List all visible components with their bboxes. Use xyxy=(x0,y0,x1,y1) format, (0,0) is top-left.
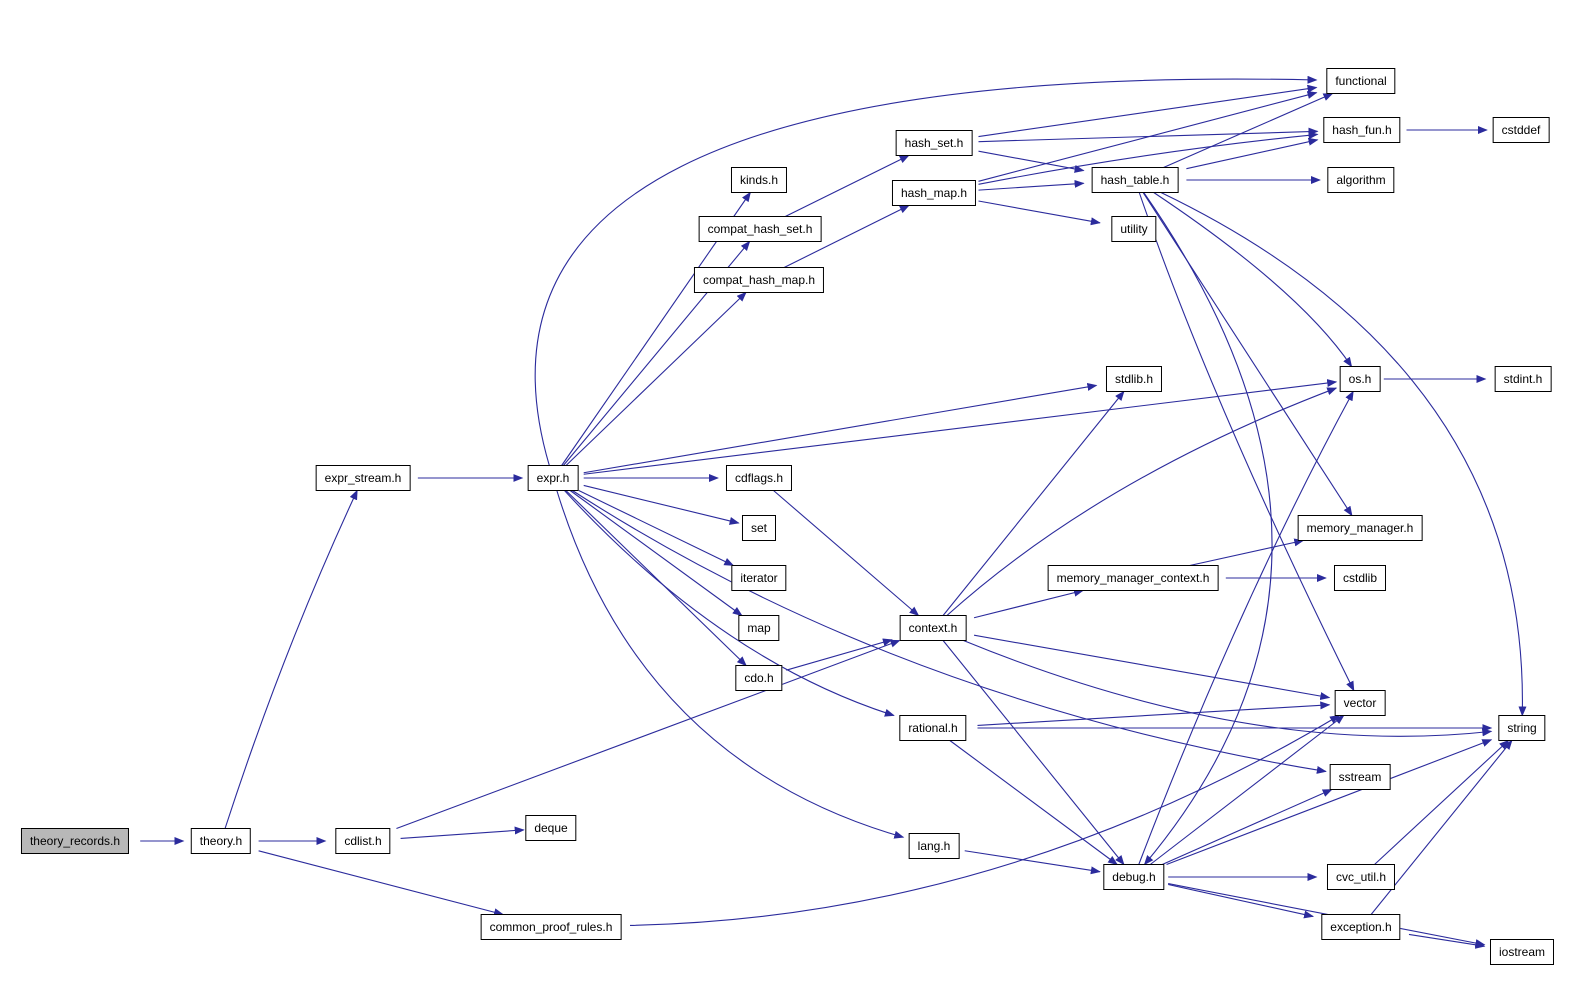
edge-expr-h-to-cdo-h xyxy=(565,490,747,667)
edge-hash-table-h-to-vector xyxy=(1138,192,1355,692)
edge-cdflags-h-to-context-h xyxy=(773,490,920,617)
edge-theory-h-to-common-proof-rules-h xyxy=(258,850,505,917)
edge-expr-h-to-rational-h xyxy=(564,490,895,717)
edge-hash-table-h-to-os-h xyxy=(1153,192,1353,368)
edge-debug-h-to-exception-h xyxy=(1168,883,1315,919)
node-memory-manager-context-h[interactable]: memory_manager_context.h xyxy=(1047,565,1219,591)
node-os-h[interactable]: os.h xyxy=(1339,366,1381,392)
edge-hash-set-h-to-hash-table-h xyxy=(978,150,1085,173)
edge-hash-table-h-to-string xyxy=(1160,192,1527,717)
node-functional[interactable]: functional xyxy=(1326,68,1396,94)
edge-common-proof-rules-h-to-vector xyxy=(629,714,1340,926)
node-compat-hash-set-h[interactable]: compat_hash_set.h xyxy=(698,216,822,242)
node-cstddef[interactable]: cstddef xyxy=(1492,117,1550,143)
node-expr-h[interactable]: expr.h xyxy=(527,465,579,491)
edge-compat-hash-map-h-to-hash-map-h xyxy=(783,205,910,268)
edge-expr-h-to-functional xyxy=(534,75,1318,466)
edge-debug-h-to-sstream xyxy=(1162,788,1333,866)
edge-memory-manager-context-h-to-memory-manager-h xyxy=(1189,538,1305,567)
edge-hash-table-h-to-functional xyxy=(1163,92,1334,169)
edge-hash-table-h-to-memory-manager-h xyxy=(1142,192,1353,517)
node-hash-table-h[interactable]: hash_table.h xyxy=(1091,167,1179,193)
node-stdlib-h[interactable]: stdlib.h xyxy=(1105,366,1163,392)
edge-expr-h-to-set xyxy=(583,484,740,525)
node-set[interactable]: set xyxy=(741,515,777,541)
node-theory-h[interactable]: theory.h xyxy=(190,828,252,854)
edge-hash-set-h-to-functional xyxy=(978,84,1318,138)
edge-hash-table-h-to-hash-fun-h xyxy=(1186,137,1319,170)
edge-hash-map-h-to-hash-fun-h xyxy=(978,131,1319,185)
node-deque[interactable]: deque xyxy=(525,815,577,841)
node-map[interactable]: map xyxy=(738,615,780,641)
node-sstream[interactable]: sstream xyxy=(1329,764,1391,790)
node-expr-stream-h[interactable]: expr_stream.h xyxy=(315,465,411,491)
edge-debug-h-to-string xyxy=(1166,739,1493,866)
edge-exception-h-to-iostream xyxy=(1408,933,1486,949)
node-hash-fun-h[interactable]: hash_fun.h xyxy=(1323,117,1401,143)
edge-expr-h-to-map xyxy=(569,490,743,617)
edge-context-h-to-debug-h xyxy=(942,640,1125,866)
edge-hash-map-h-to-utility xyxy=(978,200,1101,226)
edge-cdlist-h-to-deque xyxy=(400,826,525,839)
edge-rational-h-to-vector xyxy=(977,701,1331,726)
node-hash-map-h[interactable]: hash_map.h xyxy=(891,180,977,206)
edge-lang-h-to-debug-h xyxy=(964,850,1101,875)
node-cdo-h[interactable]: cdo.h xyxy=(735,665,783,691)
node-hash-set-h[interactable]: hash_set.h xyxy=(895,130,973,156)
edge-cdo-h-to-context-h xyxy=(786,638,893,671)
edge-cdlist-h-to-context-h xyxy=(396,639,901,830)
node-cstdlib[interactable]: cstdlib xyxy=(1333,565,1387,591)
node-memory-manager-h[interactable]: memory_manager.h xyxy=(1297,515,1423,541)
edge-theory-h-to-expr-stream-h xyxy=(224,489,358,829)
edge-hash-map-h-to-functional xyxy=(978,91,1318,182)
edge-expr-h-to-stdlib-h xyxy=(583,382,1098,474)
node-string[interactable]: string xyxy=(1498,715,1546,741)
edge-hash-map-h-to-hash-table-h xyxy=(978,179,1085,191)
node-common-proof-rules-h[interactable]: common_proof_rules.h xyxy=(480,914,622,940)
edge-expr-h-to-compat-hash-map-h xyxy=(565,291,747,466)
node-kinds-h[interactable]: kinds.h xyxy=(730,167,788,193)
node-iostream[interactable]: iostream xyxy=(1489,939,1555,965)
node-debug-h[interactable]: debug.h xyxy=(1103,864,1165,890)
node-iterator[interactable]: iterator xyxy=(731,565,787,591)
edge-expr-h-to-os-h xyxy=(583,379,1338,475)
edge-context-h-to-vector xyxy=(973,634,1331,700)
edge-expr-h-to-sstream xyxy=(572,490,1327,774)
node-compat-hash-map-h[interactable]: compat_hash_map.h xyxy=(693,267,825,293)
edge-debug-h-to-vector xyxy=(1149,714,1345,865)
edge-cvc-util-h-to-string xyxy=(1374,739,1510,865)
edge-context-h-to-string xyxy=(963,639,1493,737)
edge-rational-h-to-debug-h xyxy=(949,740,1118,866)
node-vector[interactable]: vector xyxy=(1334,690,1386,716)
edge-hash-table-h-to-debug-h xyxy=(1143,192,1273,866)
node-stdint-h[interactable]: stdint.h xyxy=(1494,366,1552,392)
node-rational-h[interactable]: rational.h xyxy=(899,715,967,741)
node-cdlist-h[interactable]: cdlist.h xyxy=(335,828,391,854)
edge-expr-h-to-lang-h xyxy=(556,490,905,839)
node-context-h[interactable]: context.h xyxy=(899,615,967,641)
edge-context-h-to-stdlib-h xyxy=(942,390,1125,616)
node-theory-records-h: theory_records.h xyxy=(20,828,130,854)
node-utility[interactable]: utility xyxy=(1111,216,1157,242)
edge-context-h-to-os-h xyxy=(946,387,1338,616)
node-cdflags-h[interactable]: cdflags.h xyxy=(725,465,793,491)
node-lang-h[interactable]: lang.h xyxy=(908,833,960,859)
node-exception-h[interactable]: exception.h xyxy=(1321,914,1401,940)
edge-expr-h-to-iterator xyxy=(578,490,735,566)
edge-context-h-to-memory-manager-context-h xyxy=(973,588,1084,619)
node-cvc-util-h[interactable]: cvc_util.h xyxy=(1326,864,1396,890)
node-algorithm[interactable]: algorithm xyxy=(1327,167,1395,193)
edge-compat-hash-set-h-to-hash-set-h xyxy=(785,155,910,217)
edge-debug-h-to-os-h xyxy=(1138,390,1354,865)
